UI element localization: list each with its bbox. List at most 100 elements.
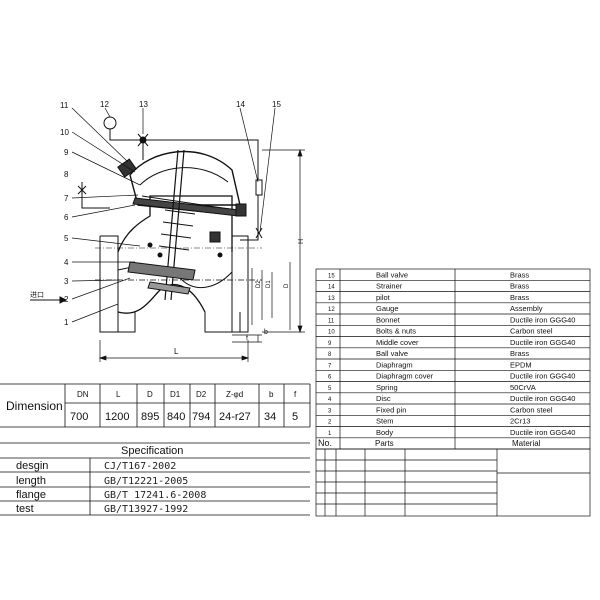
- dim-header-d1: D1: [170, 390, 181, 399]
- specification-table: [0, 442, 310, 516]
- parts-row-no: 7: [328, 363, 332, 369]
- parts-row-material: Brass: [510, 349, 529, 358]
- callout-7: 7: [64, 194, 69, 203]
- parts-row-no: 15: [328, 273, 335, 279]
- callout-6: 6: [64, 213, 69, 222]
- parts-row-no: 9: [328, 341, 332, 347]
- parts-row-part: Disc: [376, 394, 391, 403]
- parts-row-part: Diaphragm: [376, 360, 413, 369]
- callout-10: 10: [60, 128, 69, 137]
- parts-row-material: Ductile iron GGG40: [510, 372, 575, 381]
- parts-row-part: Bolts & nuts: [376, 327, 416, 336]
- dim-value-dn: 700: [70, 411, 88, 423]
- spec-value-flange: GB/T 17241.6-2008: [104, 490, 206, 501]
- dim-value-d2: 794: [192, 411, 210, 423]
- parts-row-material: Ductile iron GGG40: [510, 428, 575, 437]
- parts-header-part: Parts: [375, 439, 394, 448]
- parts-row-no: 3: [328, 408, 332, 414]
- dim-L-label: L: [174, 347, 179, 356]
- callout-11: 11: [60, 101, 69, 110]
- callouts: [71, 107, 276, 323]
- callout-8: 8: [64, 170, 69, 179]
- dim-value-b: 34: [264, 411, 276, 423]
- dim-value-d1: 840: [167, 411, 185, 423]
- spec-label-flange: flange: [16, 489, 46, 501]
- dim-b-label: b: [264, 329, 268, 336]
- specification-title: Specification: [121, 445, 183, 457]
- dimension-table: [0, 383, 311, 428]
- parts-row-material: Assembly: [510, 304, 543, 313]
- parts-row-part: Stem: [376, 417, 394, 426]
- parts-row-material: EPDM: [510, 360, 532, 369]
- parts-row-no: 14: [328, 285, 335, 291]
- dim-header-d: D: [147, 390, 153, 399]
- parts-table-grid: [315, 268, 591, 517]
- dim-H-label: H: [298, 239, 305, 244]
- parts-row-material: Ductile iron GGG40: [510, 394, 575, 403]
- parts-header-material: Material: [512, 439, 541, 448]
- callout-3: 3: [64, 277, 69, 286]
- callout-4: 4: [64, 258, 69, 267]
- parts-row-no: 1: [328, 431, 332, 437]
- parts-row-part: Ball valve: [376, 270, 408, 279]
- dim-D1-label: D1: [266, 280, 272, 288]
- dim-header-f: f: [294, 390, 297, 399]
- parts-row-part: Fixed pin: [376, 405, 406, 414]
- parts-row-no: 2: [328, 420, 332, 426]
- dim-header-b: b: [269, 390, 274, 399]
- dimension-table-text: Dimension DN L D D1 D2 Z-φd b f 700 1200…: [6, 390, 298, 423]
- parts-row-material: Ductile iron GGG40: [510, 338, 575, 347]
- parts-row-part: pilot: [376, 293, 391, 302]
- dimension-lines: [98, 148, 305, 362]
- callout-2: 2: [64, 295, 69, 304]
- parts-row-material: Brass: [510, 282, 529, 291]
- dim-value-z: 24-r27: [219, 411, 251, 423]
- spec-value-design: CJ/T167-2002: [104, 461, 176, 472]
- dim-D2-label: D2: [256, 280, 262, 288]
- parts-row-part: Strainer: [376, 282, 403, 291]
- parts-row-no: 6: [328, 375, 332, 381]
- parts-row-no: 8: [328, 352, 332, 358]
- callout-12: 12: [100, 100, 109, 109]
- parts-row-material: Ductile iron GGG40: [510, 315, 575, 324]
- parts-row-no: 13: [328, 296, 335, 302]
- callout-9: 9: [64, 148, 69, 157]
- callout-1: 1: [64, 318, 69, 327]
- parts-row-part: Diaphragm cover: [376, 372, 434, 381]
- dimension-letters: L b f H D D1 D2: [174, 239, 305, 356]
- parts-row-material: Carbon steel: [510, 405, 553, 414]
- dim-f-label: f: [246, 335, 248, 342]
- parts-row-part: Ball valve: [376, 349, 408, 358]
- valve-cross-section: [30, 116, 263, 333]
- callout-13: 13: [139, 100, 148, 109]
- spec-label-design: desgin: [16, 460, 48, 472]
- parts-table-header: No. Parts Material: [318, 438, 541, 448]
- dim-header-dn: DN: [77, 390, 89, 399]
- spec-label-test: test: [16, 503, 34, 515]
- parts-row-part: Spring: [376, 383, 398, 392]
- dim-value-f: 5: [292, 411, 298, 423]
- dim-header-z: Z-φd: [226, 390, 243, 399]
- spec-label-length: length: [16, 475, 46, 487]
- parts-row-part: Body: [376, 428, 393, 437]
- parts-row-part: Middle cover: [376, 338, 419, 347]
- parts-row-part: Gauge: [376, 304, 399, 313]
- spec-value-test: GB/T13927-1992: [104, 504, 188, 515]
- parts-row-no: 5: [328, 386, 332, 392]
- parts-row-material: Carbon steel: [510, 327, 553, 336]
- parts-row-material: Brass: [510, 293, 529, 302]
- parts-row-material: 50CrVA: [510, 383, 536, 392]
- spec-value-length: GB/T12221-2005: [104, 476, 188, 487]
- callout-14: 14: [236, 100, 245, 109]
- dimension-title: Dimension: [6, 399, 63, 413]
- parts-row-no: 10: [328, 330, 335, 336]
- callout-labels: 1 2 3 4 5 6 7 8 9 10 11 12 13 14 15: [60, 100, 281, 327]
- dim-header-d2: D2: [196, 390, 207, 399]
- parts-row-no: 4: [328, 397, 332, 403]
- callout-5: 5: [64, 234, 69, 243]
- parts-row-material: 2Cr13: [510, 417, 530, 426]
- inlet-label: 进口: [30, 291, 44, 299]
- parts-row-part: Bonnet: [376, 315, 401, 324]
